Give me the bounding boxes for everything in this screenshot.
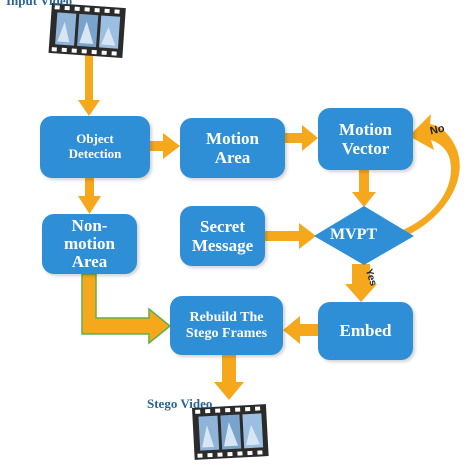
film-strip-icon [48,3,126,59]
stego-video-label: Stego Video [147,396,213,411]
decision-diamond [314,206,414,265]
object-detection-line-2: Detection [68,146,122,161]
arrow-input-to-detection [78,55,100,116]
arrow-no-loop [398,114,460,237]
rebuild-line-1: Rebuild The [189,309,264,325]
non-motion-line-2: motion [64,234,115,254]
motion-vector-box: Motion Vector [318,108,413,170]
motion-area-line-2: Area [214,148,251,167]
embed-box: Embed [318,302,413,360]
rebuild-line-2: Stego Frames [185,325,268,341]
non-motion-line-3: Area [71,251,108,271]
arrow-motion-area-to-vector [285,125,318,151]
arrow-vector-to-decision [352,170,376,207]
motion-vector-line-2: Vector [341,139,390,158]
non-motion-line-1: Non- [71,216,108,236]
arrow-embed-to-rebuild [283,316,318,344]
arrow-rebuild-to-output [214,355,244,400]
arrow-decision-to-embed [345,264,377,302]
secret-message-box: Secret Message [180,206,265,266]
object-detection-box: Object Detection [40,116,150,178]
embed-label: Embed [339,321,392,341]
input-video-label: Input Video [6,0,73,8]
motion-area-box: Motion Area [180,118,285,178]
secret-message-line-2: Message [191,236,254,255]
object-detection-line-1: Object [76,131,114,147]
arrow-secret-to-decision [265,223,316,249]
arrow-detection-to-nonmotion [78,178,101,214]
motion-vector-line-1: Motion [339,119,392,139]
decision-label: MVPT [330,226,378,243]
rebuild-box: Rebuild The Stego Frames [170,296,283,355]
non-motion-area-box: Non- motion Area [42,214,137,274]
secret-message-line-1: Secret [200,216,245,236]
arrow-detection-to-motion-area [150,133,180,159]
arrow-nonmotion-to-rebuild [81,273,172,345]
film-strip-icon [192,404,269,460]
motion-area-line-1: Motion [206,128,259,148]
